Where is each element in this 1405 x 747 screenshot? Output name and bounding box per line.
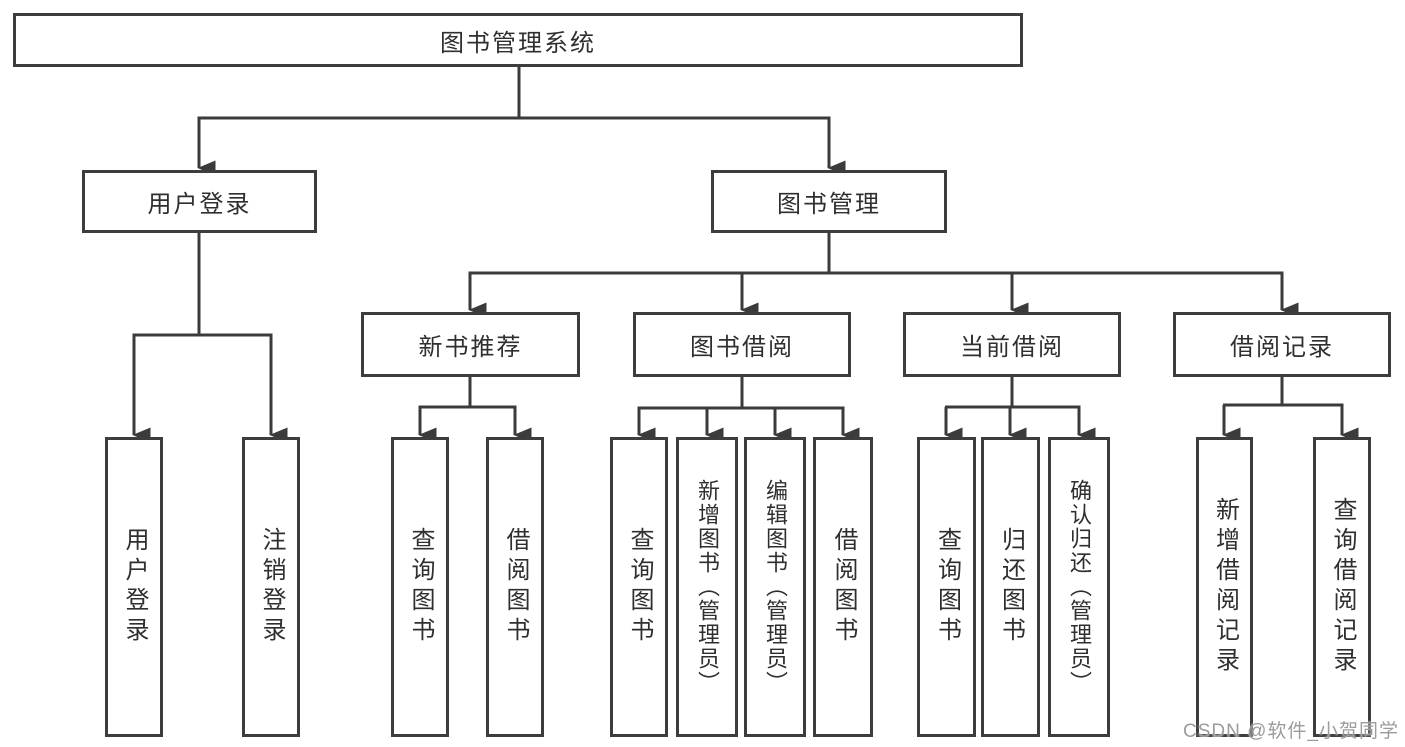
leaf-confirm-return-admin: 确认归还（管理员） — [1048, 437, 1110, 737]
leaf-query-book-3: 查询图书 — [917, 437, 976, 737]
leaf-borrow-book-2: 借阅图书 — [813, 437, 873, 737]
leaf-user-login: 用户登录 — [105, 437, 163, 737]
node-new-book-recommend: 新书推荐 — [361, 312, 580, 377]
node-book-management: 图书管理 — [711, 170, 947, 233]
leaf-add-book-admin: 新增图书（管理员） — [676, 437, 738, 737]
leaf-query-book-2: 查询图书 — [610, 437, 668, 737]
leaf-query-borrow-record: 查询借阅记录 — [1313, 437, 1371, 737]
leaf-return-book: 归还图书 — [981, 437, 1040, 737]
node-book-borrowing: 图书借阅 — [633, 312, 851, 377]
node-current-borrowing: 当前借阅 — [903, 312, 1121, 377]
leaf-logout: 注销登录 — [242, 437, 300, 737]
node-borrowing-record: 借阅记录 — [1173, 312, 1391, 377]
leaf-query-book-1: 查询图书 — [391, 437, 449, 737]
leaf-edit-book-admin: 编辑图书（管理员） — [744, 437, 806, 737]
leaf-add-borrow-record: 新增借阅记录 — [1196, 437, 1253, 737]
node-root: 图书管理系统 — [13, 13, 1023, 67]
node-user-login: 用户登录 — [82, 170, 317, 233]
csdn-watermark: CSDN @软件_小贺同学 — [1183, 721, 1399, 742]
leaf-borrow-book-1: 借阅图书 — [486, 437, 544, 737]
